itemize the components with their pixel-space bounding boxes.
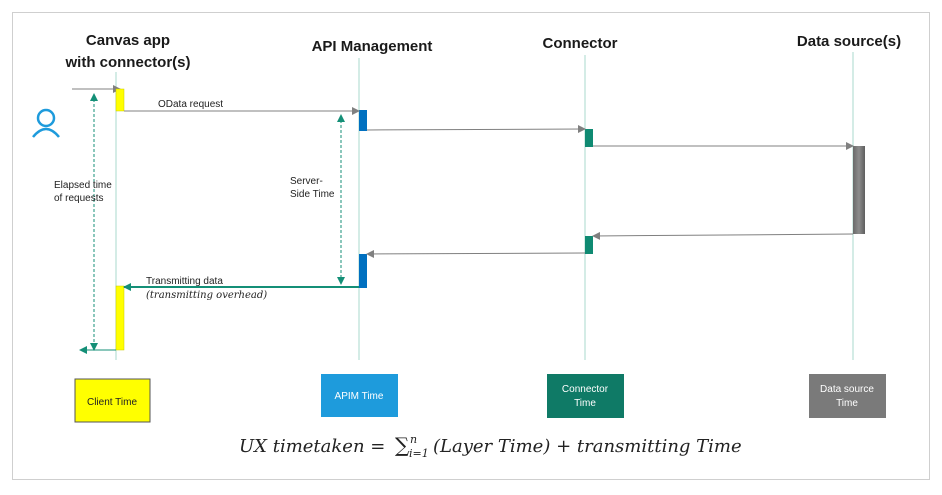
user-icon <box>32 108 60 138</box>
legend-connector-time-label: Connector <box>562 384 609 395</box>
label-server: Server- <box>290 176 323 187</box>
legend-client-time: Client Time <box>74 378 151 423</box>
legend-apim-time: APIM Time <box>321 374 398 417</box>
activation-apim-response <box>359 254 367 288</box>
lane-header-canvas-app: Canvas app <box>86 32 170 49</box>
diagram-frame <box>12 12 930 480</box>
label-side-time: Side Time <box>290 189 335 200</box>
formula-rhs: (Layer Time) + transmitting Time <box>433 436 742 457</box>
label-transmitting-overhead: (transmitting overhead) <box>146 290 267 301</box>
label-elapsed-time: Elapsed time <box>54 180 112 191</box>
activation-data-source <box>853 146 865 234</box>
activation-connector-request <box>585 129 593 147</box>
label-transmitting-data: Transmitting data <box>146 276 223 287</box>
legend-data-source-time-label-2: Time <box>836 398 858 409</box>
legend-connector-time: Connector Time <box>547 374 624 418</box>
lane-header-connector: Connector <box>543 35 618 52</box>
legend-connector-time-label-2: Time <box>574 398 596 409</box>
arrow-connector-to-apim <box>366 249 586 258</box>
formula-sum-symbol: ∑ <box>395 433 410 457</box>
activation-client-response <box>115 285 125 351</box>
label-of-requests: of requests <box>54 193 103 204</box>
activation-client-request <box>115 88 125 112</box>
formula-sub: i=1 <box>409 447 429 460</box>
legend-apim-time-label: APIM Time <box>335 391 384 402</box>
activation-connector-response <box>585 236 593 254</box>
legend-data-source-time: Data source Time <box>809 374 886 418</box>
legend-client-time-label: Client Time <box>87 397 137 408</box>
lane-header-canvas-app-line2: with connector(s) <box>64 54 190 71</box>
formula-lhs: UX timetaken = <box>239 436 385 457</box>
arrow-data-source-to-connector <box>592 231 854 240</box>
ux-timetaken-formula: UX timetaken = ∑ n i=1 (Layer Time) + tr… <box>239 433 742 460</box>
arrow-apim-to-connector <box>366 125 586 134</box>
activation-apim-request <box>359 110 367 131</box>
label-odata-request: OData request <box>158 99 223 110</box>
lane-header-data-source: Data source(s) <box>797 33 901 50</box>
formula-sup: n <box>410 433 417 446</box>
legend-data-source-time-label: Data source <box>820 384 874 395</box>
lane-header-api-management: API Management <box>312 38 433 55</box>
